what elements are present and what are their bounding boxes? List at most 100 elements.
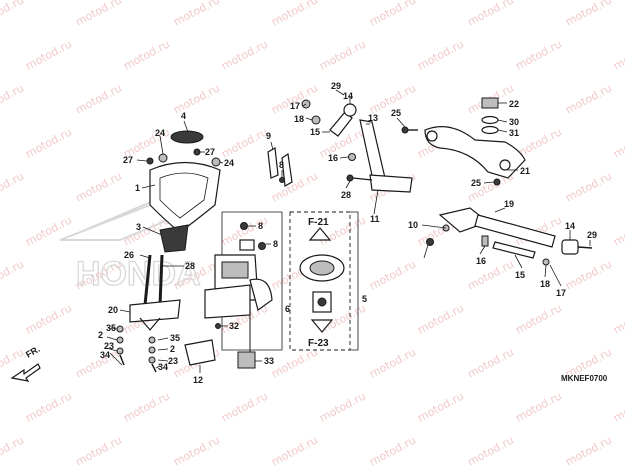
watermark-text: motod.ru	[367, 433, 418, 468]
handlebar-right-assembly	[426, 207, 593, 266]
callout-19: 19	[504, 199, 514, 209]
callout-14b: 14	[565, 221, 575, 231]
callout-17b: 17	[556, 288, 566, 298]
callout-13: 13	[368, 113, 378, 123]
callout-18a: 18	[294, 114, 304, 124]
callout-2b: 2	[170, 344, 175, 354]
watermark-text: motod.ru	[269, 433, 320, 468]
watermark-text: motod.ru	[171, 81, 222, 116]
diagram-code: MKNEF0700	[561, 374, 608, 383]
callout-22: 22	[509, 99, 519, 109]
ref-arrow-up	[308, 227, 332, 241]
callout-15b: 15	[515, 270, 525, 280]
watermark-text: motod.ru	[0, 169, 26, 204]
watermark-text: motod.ru	[611, 389, 625, 424]
callout-8b: 8	[258, 221, 263, 231]
watermark-text: motod.ru	[563, 257, 614, 292]
watermark-text: motod.ru	[367, 345, 418, 380]
part-24-nut-right	[211, 157, 221, 167]
part-14-weight-right	[561, 239, 579, 255]
callout-24b: 24	[224, 158, 234, 168]
callout-34a: 34	[100, 350, 110, 360]
callout-11: 11	[370, 214, 380, 224]
watermark-text: motod.ru	[317, 37, 368, 72]
watermark-text: motod.ru	[23, 389, 74, 424]
callout-16a: 16	[328, 153, 338, 163]
part-11-holder-left	[369, 174, 413, 193]
callout-30: 30	[509, 117, 519, 127]
part-1-meter-cover	[149, 161, 221, 233]
watermark-text: motod.ru	[219, 125, 270, 160]
part-26-stay-right	[158, 254, 164, 306]
watermark-text: motod.ru	[415, 389, 466, 424]
watermark-text: motod.ru	[465, 345, 516, 380]
watermark-text: motod.ru	[465, 257, 516, 292]
part-13-handlebar-left	[359, 119, 386, 181]
callout-35a: 35	[106, 323, 116, 333]
callout-16b: 16	[476, 256, 486, 266]
callout-28b: 28	[341, 190, 351, 200]
part-24-nut-left	[158, 153, 168, 163]
watermark-text: motod.ru	[465, 433, 516, 468]
watermark-text: motod.ru	[415, 37, 466, 72]
key-9-left	[267, 147, 279, 179]
callout-10: 10	[408, 220, 418, 230]
callout-20: 20	[108, 305, 118, 315]
key-9-right	[281, 152, 293, 187]
top-bridge-assembly	[401, 97, 526, 186]
brand-outline-text: HONDA	[76, 255, 201, 293]
callout-27a: 27	[123, 155, 133, 165]
ref-top-label: F-21	[308, 217, 329, 228]
watermark-text: motod.ru	[513, 389, 564, 424]
callout-26: 26	[124, 250, 134, 260]
callout-24a: 24	[155, 128, 165, 138]
callout-31: 31	[509, 128, 519, 138]
callout-25a: 25	[391, 108, 401, 118]
watermark-text: motod.ru	[611, 301, 625, 336]
watermark-text: motod.ru	[563, 81, 614, 116]
callout-18b: 18	[540, 279, 550, 289]
mount-bolts-right	[148, 336, 157, 373]
watermark-text: motod.ru	[269, 345, 320, 380]
meter-cover-assembly	[129, 130, 221, 331]
watermark-text: motod.ru	[513, 301, 564, 336]
callout-9: 9	[266, 131, 271, 141]
part-15-pipe-right	[492, 241, 536, 259]
part-26-stay-left	[143, 254, 152, 306]
part-27-bolt-right	[193, 148, 201, 156]
callout-labels: 4 24 27 27 24 1 3 26 28 20 35 2 23 34 35…	[98, 81, 597, 385]
callout-17a: 17	[290, 101, 300, 111]
callout-15a: 15	[310, 127, 320, 137]
watermark-text: motod.ru	[73, 81, 124, 116]
callout-3: 3	[136, 222, 141, 232]
callout-14a: 14	[343, 91, 353, 101]
callout-29a: 29	[331, 81, 341, 91]
watermark-text: motod.ru	[219, 389, 270, 424]
watermark-text: motod.ru	[23, 301, 74, 336]
watermark-text: motod.ru	[73, 433, 124, 468]
callout-33: 33	[264, 356, 274, 366]
callout-4: 4	[181, 111, 186, 121]
brand-outline: HONDA	[59, 197, 201, 294]
watermark-text: motod.ru	[611, 213, 625, 248]
callout-28a: 28	[185, 261, 195, 271]
watermark-text: motod.ru	[23, 213, 74, 248]
callout-25b: 25	[471, 178, 481, 188]
callout-32: 32	[229, 321, 239, 331]
part-4-grommet	[170, 130, 204, 144]
watermark-text: motod.ru	[219, 37, 270, 72]
watermark-text: motod.ru	[121, 389, 172, 424]
watermark-text: motod.ru	[0, 257, 26, 292]
callout-8a: 8	[279, 160, 284, 170]
watermark-text: motod.ru	[23, 37, 74, 72]
watermark-text: motod.ru	[415, 301, 466, 336]
watermark-text: motod.ru	[513, 37, 564, 72]
callout-5: 5	[362, 294, 367, 304]
watermark-text: motod.ru	[563, 169, 614, 204]
watermark-text: motod.ru	[367, 257, 418, 292]
watermark-text: motod.ru	[73, 0, 124, 29]
callout-29b: 29	[587, 230, 597, 240]
watermark-text: motod.ru	[121, 37, 172, 72]
